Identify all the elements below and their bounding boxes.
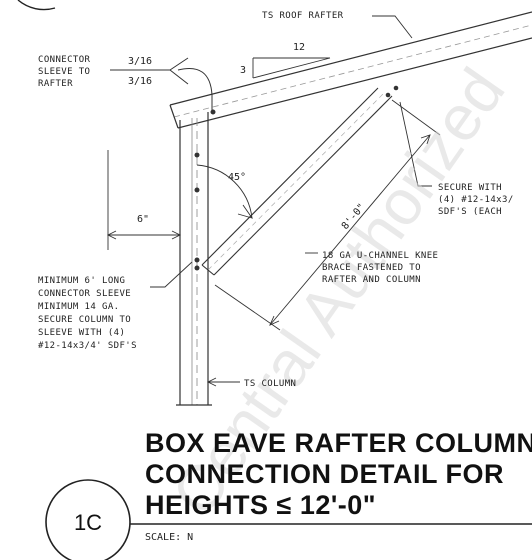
svg-text:BRACE FASTENED TO: BRACE FASTENED TO: [322, 263, 421, 273]
weld-size-bottom: 3/16: [128, 76, 152, 87]
offset-dimension: [106, 150, 182, 250]
svg-text:BOX EAVE RAFTER COLUMN: BOX EAVE RAFTER COLUMN: [145, 428, 532, 458]
svg-text:MINIMUM 6' LONG: MINIMUM 6' LONG: [38, 276, 125, 286]
svg-text:HEIGHTS ≤ 12'-0": HEIGHTS ≤ 12'-0": [145, 490, 376, 520]
svg-text:SECURE WITH: SECURE WITH: [438, 183, 502, 193]
weld-symbol: [110, 57, 216, 115]
svg-text:SDF'S (EACH: SDF'S (EACH: [438, 207, 502, 217]
diagonal-dimension: [214, 99, 441, 331]
angle-label: 45°: [228, 172, 246, 183]
svg-text:SLEEVE WITH (4): SLEEVE WITH (4): [38, 328, 125, 338]
detail-tag: 1C: [74, 510, 102, 535]
svg-text:CONNECTOR: CONNECTOR: [38, 55, 91, 65]
svg-text:CONNECTOR SLEEVE: CONNECTOR SLEEVE: [38, 289, 131, 299]
ts-column: [176, 112, 212, 406]
svg-text:SLEEVE TO: SLEEVE TO: [38, 67, 90, 77]
secure-leader: [399, 101, 432, 187]
ts-roof-rafter-label: TS ROOF RAFTER: [262, 11, 344, 21]
svg-text:RAFTER: RAFTER: [38, 79, 73, 89]
svg-text:SECURE COLUMN TO: SECURE COLUMN TO: [38, 315, 131, 325]
detail-title: BOX EAVE RAFTER COLUMN CONNECTION DETAIL…: [145, 428, 532, 520]
slope-rise: 3: [240, 65, 246, 76]
sleeve-leader: [150, 261, 193, 288]
min-sleeve-label: MINIMUM 6' LONG CONNECTOR SLEEVE MINIMUM…: [38, 276, 137, 351]
svg-text:18 GA U-CHANNEL KNEE: 18 GA U-CHANNEL KNEE: [322, 251, 438, 261]
svg-text:(4) #12-14x3/: (4) #12-14x3/: [438, 195, 514, 205]
svg-text:#12-14x3/4' SDF'S: #12-14x3/4' SDF'S: [38, 341, 137, 351]
ts-column-label: TS COLUMN: [244, 379, 296, 389]
svg-text:RAFTER AND COLUMN: RAFTER AND COLUMN: [322, 275, 421, 285]
offset-label: 6": [137, 214, 149, 225]
connector-sleeve-label: CONNECTOR SLEEVE TO RAFTER: [38, 55, 91, 89]
knee-brace: [201, 87, 393, 276]
secure-with-label: SECURE WITH (4) #12-14x3/ SDF'S (EACH: [438, 183, 514, 217]
angle-dimension: [196, 164, 254, 219]
slope-run: 12: [293, 42, 305, 53]
weld-size-top: 3/16: [128, 56, 152, 67]
detail-tag-circle: [45, 479, 131, 560]
column-leader-arrow: [206, 377, 217, 387]
slope-indicator: [252, 57, 331, 79]
svg-text:CONNECTION DETAIL FOR: CONNECTION DETAIL FOR: [145, 459, 504, 489]
knee-brace-label: 18 GA U-CHANNEL KNEE BRACE FASTENED TO R…: [322, 251, 438, 285]
ts-roof-rafter: [169, 11, 532, 129]
svg-text:MINIMUM 14 GA.: MINIMUM 14 GA.: [38, 302, 119, 312]
column-fasteners: [194, 152, 200, 271]
rafter-leader: [372, 15, 413, 39]
scale-label: SCALE: N: [145, 532, 193, 543]
partial-detail-circle: [17, 0, 56, 11]
brace-fasteners: [385, 85, 399, 98]
